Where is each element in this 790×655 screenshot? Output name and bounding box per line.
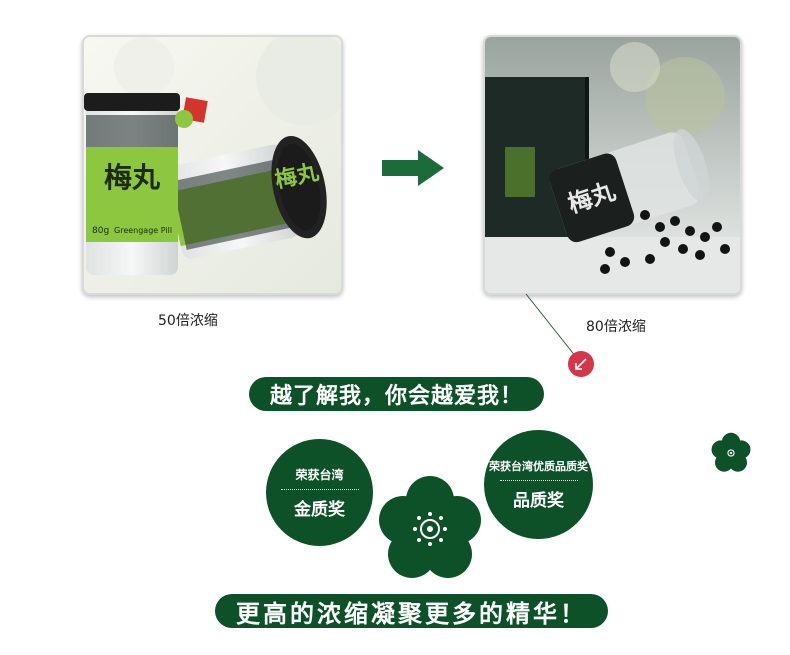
- award-quality-line2: 品质奖: [513, 491, 564, 511]
- arrow-right-icon: [382, 150, 444, 186]
- jar-illustration-left: 梅丸 梅丸 80g Greengage Pill: [84, 37, 341, 293]
- slogan-banner-bottom: 更高的浓缩凝聚更多的精华！: [215, 594, 608, 628]
- jar-english-text: Greengage Pill: [114, 226, 172, 235]
- jar-weight-text: 80g: [92, 226, 109, 236]
- award-divider: [499, 480, 578, 481]
- slogan-bottom-text: 更高的浓缩凝聚更多的精华！: [232, 594, 591, 628]
- product-photo-80x: 梅丸: [483, 35, 742, 295]
- slogan-banner-top: 越了解我，你会越爱我！: [249, 377, 545, 411]
- award-quality-line1: 荣获台湾优质品质奖: [489, 460, 588, 473]
- slogan-top-text: 越了解我，你会越爱我！: [266, 377, 528, 411]
- product-photo-50x: 梅丸 梅丸 80g Greengage Pill: [82, 35, 343, 295]
- jar-brand-text: 梅丸: [104, 161, 160, 194]
- award-gold-line2: 金质奖: [294, 499, 345, 520]
- caption-50x: 50倍浓缩: [158, 313, 218, 329]
- award-gold-line1: 荣获台湾: [295, 467, 344, 482]
- caption-80x: 80倍浓缩: [586, 319, 646, 335]
- award-badge-gold: 荣获台湾 金质奖: [266, 439, 373, 546]
- plum-blossom-small-icon: [711, 432, 751, 472]
- award-divider: [280, 488, 359, 490]
- plum-blossom-icon: [379, 476, 481, 578]
- award-badge-quality: 荣获台湾优质品质奖 品质奖: [484, 430, 593, 539]
- jar-illustration-right: 梅丸: [485, 37, 740, 293]
- callout-pin: [525, 293, 594, 377]
